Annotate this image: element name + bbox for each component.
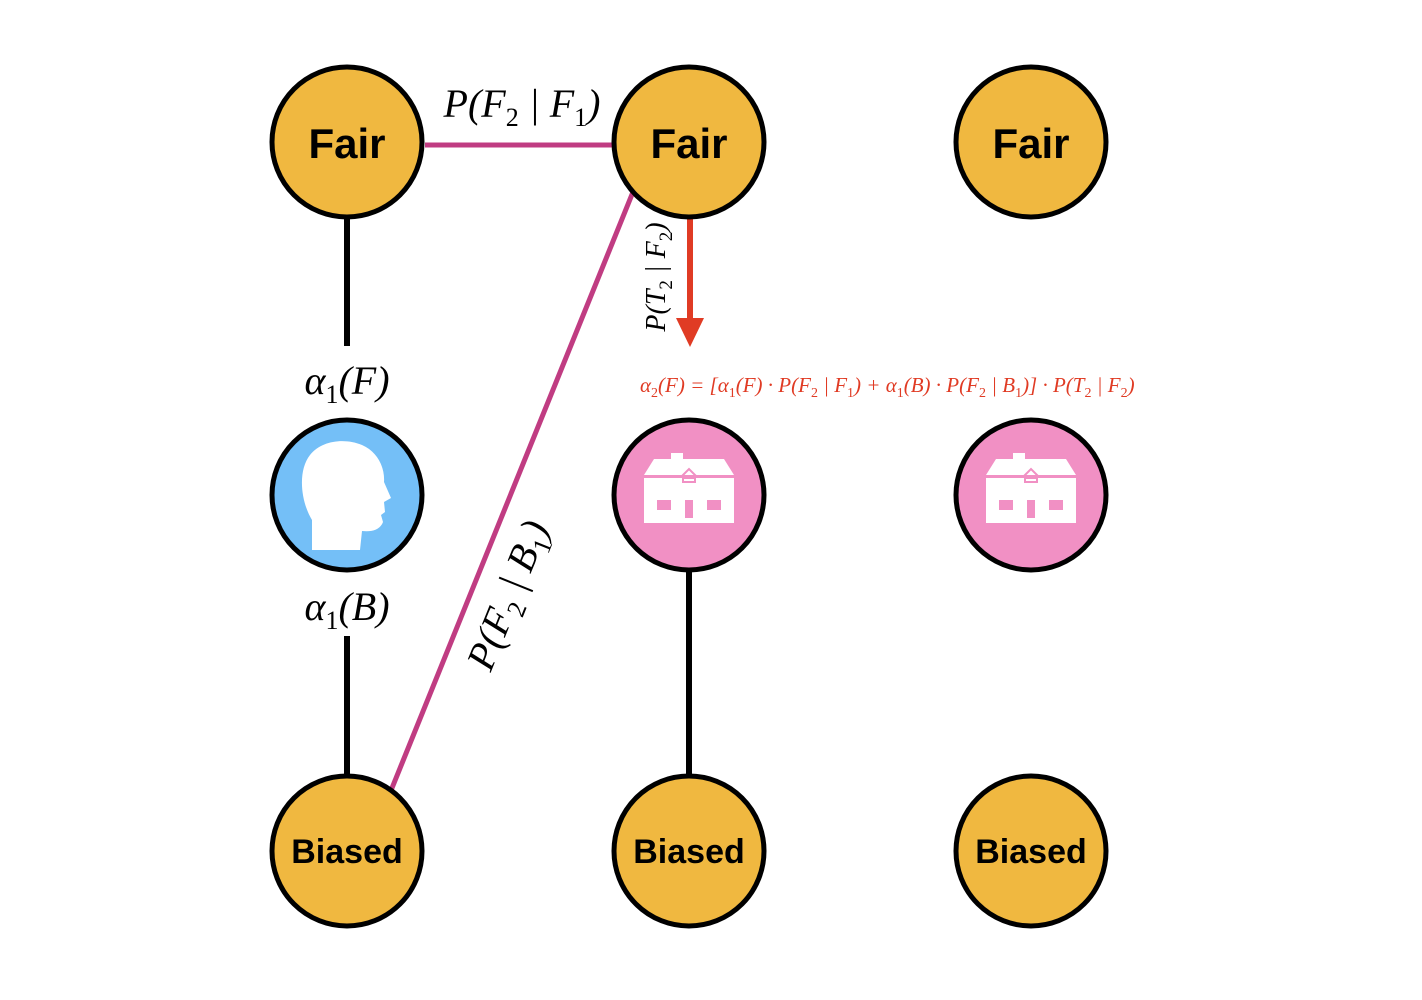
emission-arrow (676, 218, 704, 347)
state-biased-2-label: Biased (633, 833, 745, 871)
formula-segment: (F) = [α (658, 373, 730, 397)
formula-segment: (F) · P(F (736, 373, 811, 397)
formula-segment: α (640, 373, 652, 397)
state-biased-2: Biased (611, 773, 767, 929)
state-fair-2: Fair (611, 64, 767, 220)
formula-subscript: 1 (847, 386, 854, 401)
state-fair-1-label: Fair (308, 120, 385, 167)
transition-biased-fair-edge (387, 181, 640, 794)
formula-subscript: 2 (1084, 386, 1091, 401)
state-biased-3: Biased (953, 773, 1109, 929)
state-fair-1: Fair (269, 64, 425, 220)
formula-segment: (B) · P(F (904, 373, 979, 397)
observer-node (269, 417, 425, 573)
state-fair-3-label: Fair (992, 120, 1069, 167)
house-icon (986, 453, 1076, 523)
formula-subscript: 2 (1121, 386, 1128, 401)
house-icon (644, 453, 734, 523)
state-biased-1: Biased (269, 773, 425, 929)
house-node-2 (611, 417, 767, 573)
state-biased-3-label: Biased (975, 833, 1087, 871)
state-biased-1-label: Biased (291, 833, 403, 871)
head-icon (301, 441, 391, 550)
formula-segment: | B (986, 373, 1015, 397)
formula-subscript: 2 (651, 386, 658, 401)
transition-ff-label: P(F2 | F1) (443, 81, 601, 132)
formula-segment: | F (818, 373, 847, 397)
formula-segment: ) (1127, 373, 1135, 397)
formula-subscript: 2 (811, 386, 818, 401)
formula-segment: ) + α (853, 373, 898, 397)
formula-segment: )] · P(T (1021, 373, 1086, 397)
state-fair-3: Fair (953, 64, 1109, 220)
formula-subscript: 1 (729, 386, 736, 401)
state-fair-2-label: Fair (650, 120, 727, 167)
formula-subscript: 1 (1015, 386, 1022, 401)
formula-subscript: 2 (979, 386, 986, 401)
emission-label: P(T2 | F2) (641, 222, 677, 332)
forward-formula: α2(F) = [α1(F) · P(F2 | F1) + α1(B) · P(… (640, 373, 1135, 401)
alpha-biased-label: α1(B) (304, 584, 389, 635)
transition-bf-label: P(F2 | B1) (457, 514, 563, 680)
formula-segment: | F (1091, 373, 1120, 397)
house-node-3 (953, 417, 1109, 573)
formula-subscript: 1 (897, 386, 904, 401)
alpha-fair-label: α1(F) (304, 358, 389, 409)
